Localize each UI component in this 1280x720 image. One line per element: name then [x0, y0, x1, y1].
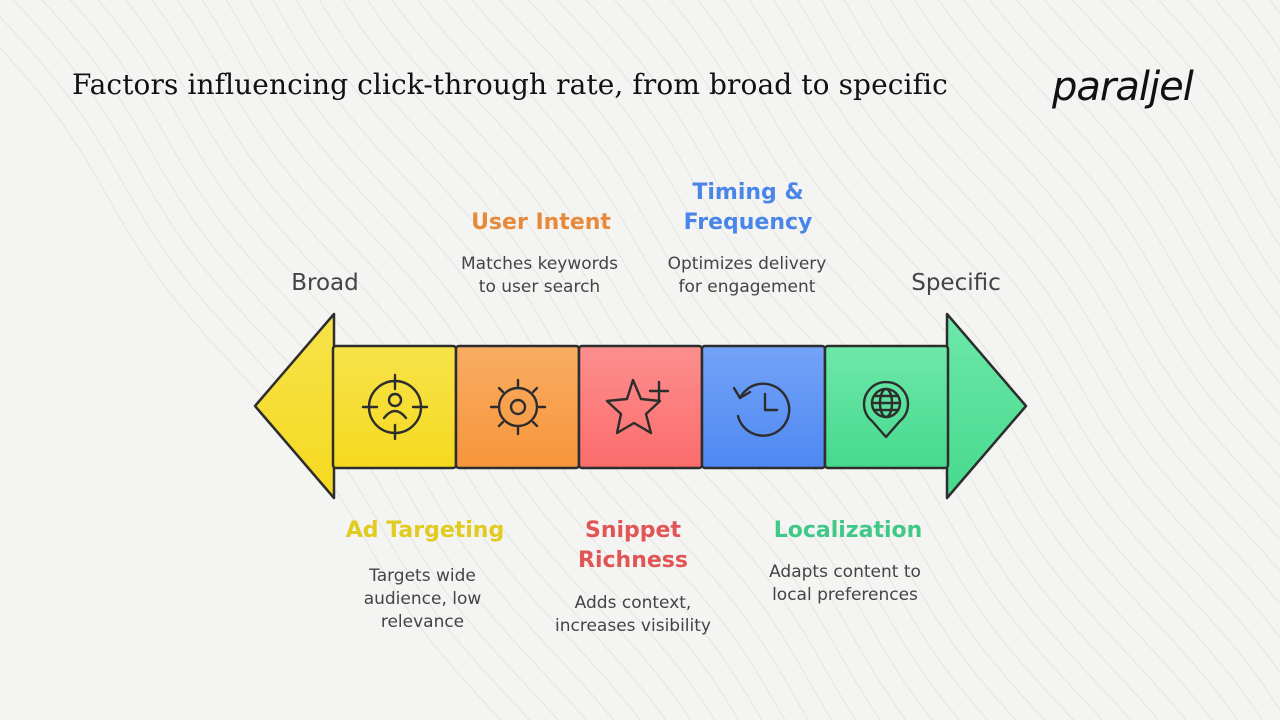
background-wave-line	[1100, 0, 1280, 248]
background-wave-line	[1043, 0, 1280, 318]
background-wave-line	[1129, 0, 1280, 209]
history-clock-icon	[732, 382, 791, 437]
background-wave-line	[748, 0, 1280, 712]
factor-desc-timing-frequency: Optimizes delivery for engagement	[667, 254, 827, 297]
factor-heading-timing-frequency: Timing & Frequency	[683, 180, 813, 235]
segment-snippet-richness	[577, 344, 704, 470]
background-wave-line	[938, 0, 1280, 447]
background-wave-line	[0, 47, 502, 720]
background-wave-line	[963, 0, 1280, 416]
background-wave-line	[723, 0, 1263, 720]
background-wave-line	[890, 0, 1280, 509]
sun-icon	[489, 378, 547, 436]
factor-desc-ad-targeting: Targets wide audience, low relevance	[363, 566, 482, 632]
background-wave-line	[820, 0, 1280, 605]
background-wave-line	[1157, 0, 1280, 170]
background-wave-line	[773, 0, 1280, 674]
page-title: Factors influencing click-through rate, …	[72, 68, 948, 101]
factor-desc-snippet-richness: Adds context, increases visibility	[555, 593, 711, 636]
background-wave-line	[913, 0, 1280, 478]
brand-logo: paraljel	[1052, 64, 1194, 110]
background-wave-line	[989, 0, 1280, 384]
broad-label: Broad	[291, 270, 359, 296]
factor-desc-user-intent: Matches keywords to user search	[461, 254, 618, 297]
factor-heading-user-intent: User Intent	[471, 210, 611, 235]
star-plus-icon	[605, 378, 670, 435]
background-wave-line	[866, 0, 1280, 540]
background-wave-line	[0, 15, 531, 720]
factor-heading-localization: Localization	[773, 518, 923, 543]
segment-user-intent	[454, 344, 581, 470]
background-wave-line	[797, 0, 1280, 639]
target-user-icon	[361, 373, 429, 441]
left-arrowhead	[253, 312, 336, 500]
factor-heading-snippet-richness: Snippet Richness	[578, 518, 688, 573]
factor-heading-ad-targeting: Ad Targeting	[345, 518, 505, 543]
segment-localization	[823, 344, 950, 470]
background-wave-line	[843, 0, 1280, 572]
background-wave-line	[1071, 0, 1280, 284]
globe-pin-icon	[862, 380, 910, 439]
factor-desc-localization: Adapts content to local preferences	[769, 562, 921, 605]
background-wave-line	[12, 0, 559, 720]
segment-timing-frequency	[700, 344, 827, 470]
background-wave-line	[1016, 0, 1280, 352]
background-wave-line	[1186, 0, 1280, 129]
specific-label: Specific	[911, 270, 1001, 296]
right-arrowhead	[945, 312, 1028, 500]
